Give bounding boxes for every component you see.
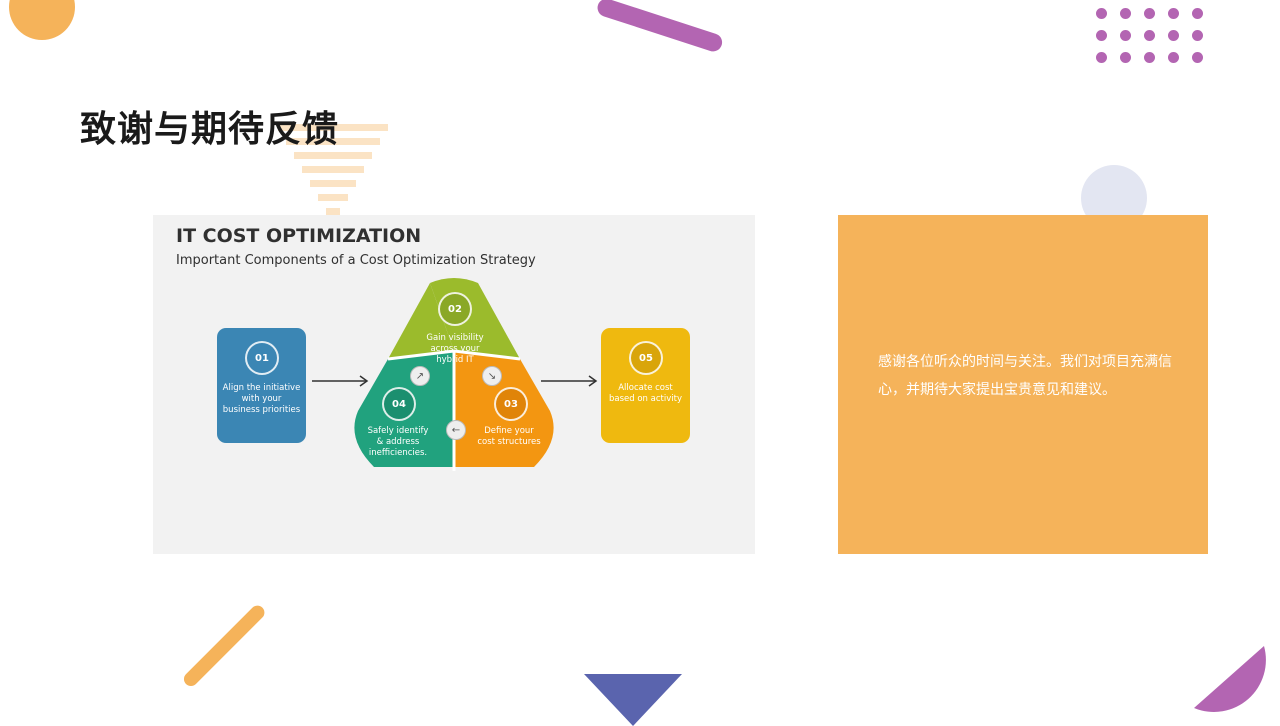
decorative-dot-grid xyxy=(1096,8,1208,68)
decorative-dot xyxy=(1096,52,1107,63)
decorative-dot xyxy=(1120,8,1131,19)
step-number-badge: 01 xyxy=(245,341,279,375)
decorative-dot xyxy=(1144,8,1155,19)
cycle-arrow-icon: ↘ xyxy=(482,366,502,386)
step-text-02: Gain visibility across your hybrid IT xyxy=(426,333,484,365)
step-box-05: 05 Allocate cost based on activity xyxy=(601,328,690,443)
decorative-dot xyxy=(1168,8,1179,19)
decorative-dot xyxy=(1168,30,1179,41)
decorative-dot xyxy=(1144,52,1155,63)
infographic-subtitle: Important Components of a Cost Optimizat… xyxy=(176,253,536,268)
arrow-right-icon xyxy=(312,375,369,387)
decorative-striped-triangle xyxy=(278,124,388,215)
decorative-triangle xyxy=(584,674,682,726)
cycle-arrow-icon: ← xyxy=(446,420,466,440)
decorative-dot xyxy=(1144,30,1155,41)
infographic-panel: IT COST OPTIMIZATION Important Component… xyxy=(153,215,755,554)
decorative-dot xyxy=(1168,52,1179,63)
decorative-dot xyxy=(1192,8,1203,19)
step-text: Align the initiative with your business … xyxy=(222,383,301,415)
step-text-04: Safely identify & address inefficiencies… xyxy=(367,426,429,458)
cycle-arrow-icon: ↗ xyxy=(410,366,430,386)
decorative-dot xyxy=(1120,52,1131,63)
step-box-01: 01 Align the initiative with your busine… xyxy=(217,328,306,443)
decorative-semicircle xyxy=(1194,646,1266,712)
thank-you-card: 感谢各位听众的时间与关注。我们对项目充满信心，并期待大家提出宝贵意见和建议。 xyxy=(838,215,1208,554)
decorative-circle xyxy=(9,0,75,40)
decorative-dot xyxy=(1096,8,1107,19)
decorative-bar xyxy=(595,0,725,54)
page-title: 致谢与期待反馈 xyxy=(80,109,340,150)
arrow-right-icon xyxy=(541,375,598,387)
step-text: Allocate cost based on activity xyxy=(609,383,682,404)
step-number-badge-02: 02 xyxy=(438,292,472,326)
step-number-badge-03: 03 xyxy=(494,387,528,421)
infographic-title: IT COST OPTIMIZATION xyxy=(176,225,422,247)
step-number-badge: 05 xyxy=(629,341,663,375)
step-number-badge-04: 04 xyxy=(382,387,416,421)
decorative-dot xyxy=(1120,30,1131,41)
decorative-dot xyxy=(1192,30,1203,41)
thank-you-message: 感谢各位听众的时间与关注。我们对项目充满信心，并期待大家提出宝贵意见和建议。 xyxy=(878,354,1172,398)
decorative-bar xyxy=(181,602,268,689)
decorative-dot xyxy=(1096,30,1107,41)
step-text-03: Define your cost structures xyxy=(477,426,541,447)
decorative-dot xyxy=(1192,52,1203,63)
